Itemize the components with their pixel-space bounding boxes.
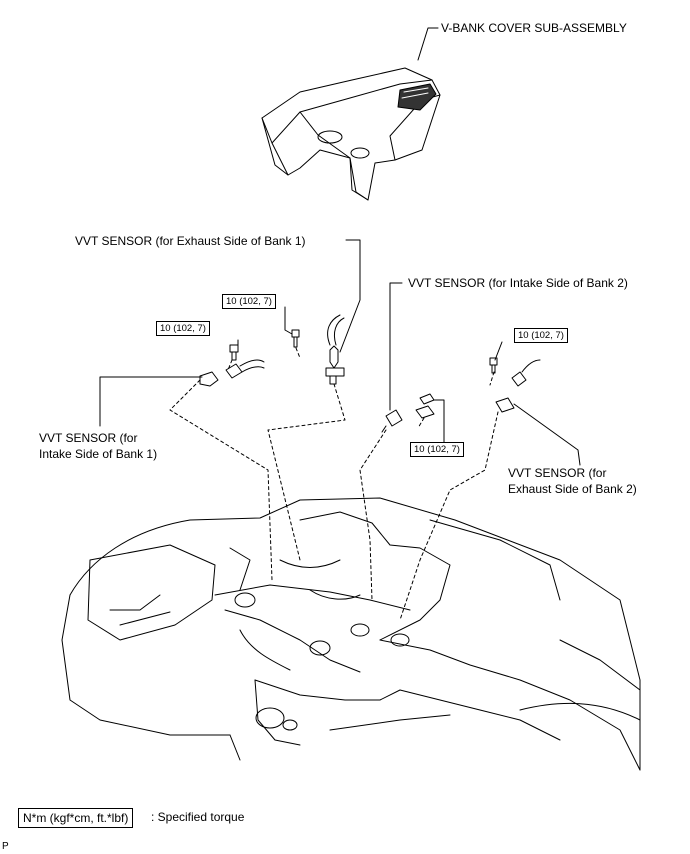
vvt-sensor-exhaust-bank1-part xyxy=(325,314,345,385)
footer-mark: P xyxy=(2,841,9,852)
vvt-intake-bank1-label-line1: VVT SENSOR (for xyxy=(39,431,138,445)
vvt-exhaust-bank2-label-line1: VVT SENSOR (for xyxy=(508,466,607,480)
cover-leader-line xyxy=(417,27,439,61)
vvt-sensor-intake-bank2-part xyxy=(381,409,403,433)
bolt-exhaust-bank1-part xyxy=(291,329,300,348)
vvt-intake-bank1-label-line2: Intake Side of Bank 1) xyxy=(39,447,158,461)
vvt-exhaust-bank1-label: VVT SENSOR (for Exhaust Side of Bank 1) xyxy=(75,234,306,248)
v-bank-cover-illustration xyxy=(261,67,441,201)
legend-torque-text: : Specified torque xyxy=(151,810,245,824)
leader-lines xyxy=(99,239,581,466)
engine-bay-illustration xyxy=(61,497,641,771)
vvt-sensor-intake-bank1-part xyxy=(199,359,265,387)
bolt-intake-bank1-part xyxy=(229,344,239,361)
torque-box-exhaust-bank2-bolt: 10 (102, 7) xyxy=(514,328,568,343)
installation-dashed-lines xyxy=(169,347,499,621)
torque-box-intake-bank2-bolt: 10 (102, 7) xyxy=(410,442,464,457)
torque-box-intake-bank1-bolt: 10 (102, 7) xyxy=(156,321,210,336)
vvt-intake-bank2-label: VVT SENSOR (for Intake Side of Bank 2) xyxy=(408,276,628,290)
torque-box-exhaust-bank1-bolt: 10 (102, 7) xyxy=(222,294,276,309)
legend-torque-unit-box: N*m (kgf*cm, ft.*lbf) xyxy=(18,808,134,828)
vvt-exhaust-bank2-label-line2: Exhaust Side of Bank 2) xyxy=(508,482,637,496)
vvt-sensor-exhaust-bank2-part xyxy=(495,359,541,413)
bolt-exhaust-bank2-part xyxy=(489,357,498,374)
bolt-intake-bank2-part xyxy=(415,393,435,419)
cover-label: V-BANK COVER SUB-ASSEMBLY xyxy=(441,21,627,35)
